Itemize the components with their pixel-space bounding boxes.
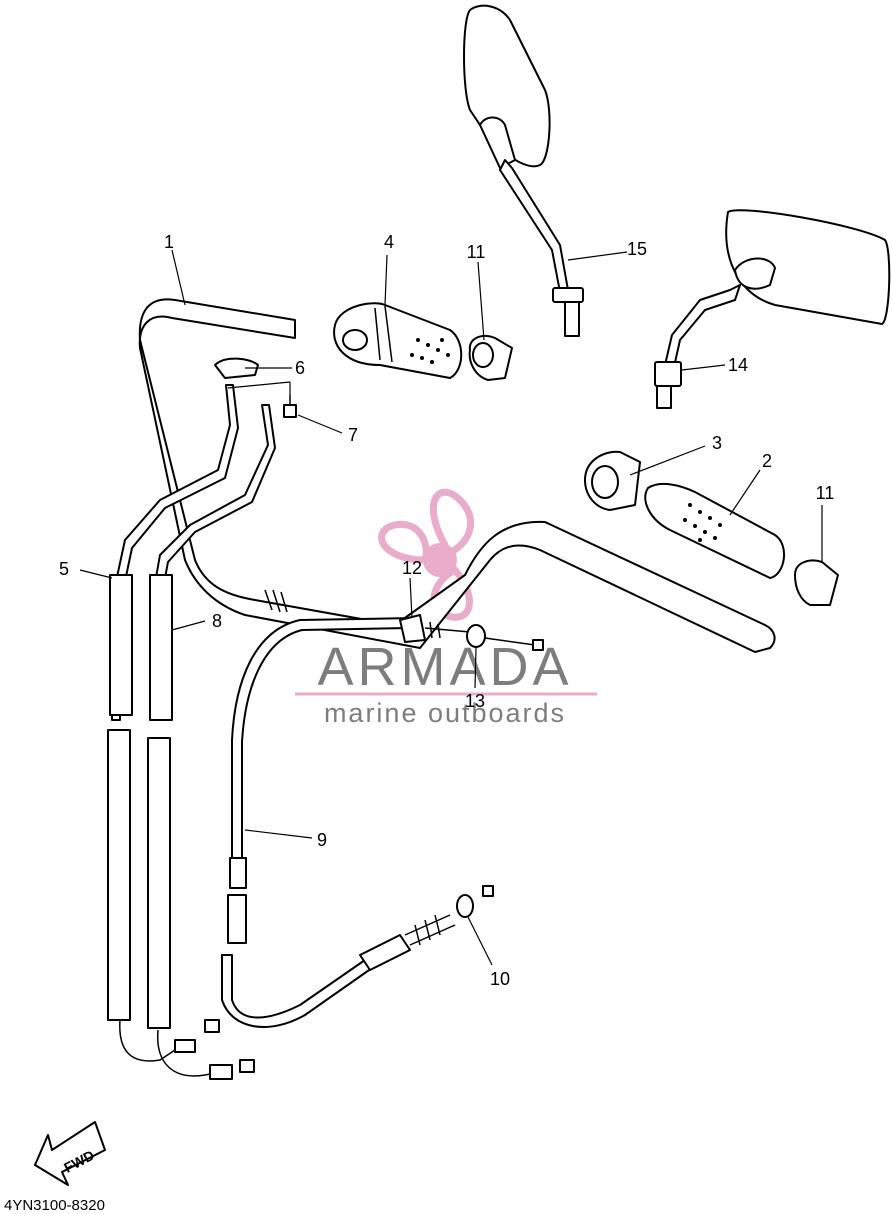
watermark-subtitle: marine outboards <box>324 698 566 728</box>
diagram-code: 4YN3100-8320 <box>4 1197 105 1214</box>
clutch-cable <box>221 614 544 1028</box>
callout-11-right: 11 <box>816 483 835 503</box>
grip-collar <box>584 450 641 511</box>
callout-5: 5 <box>59 559 69 579</box>
callout-15: 15 <box>627 239 647 259</box>
callout-labels: 1 2 3 4 5 6 7 8 9 10 11 11 12 13 14 15 <box>59 232 834 989</box>
throttle-grip <box>333 302 463 379</box>
mirror-left <box>463 4 584 337</box>
handlebar <box>138 298 776 653</box>
callout-7: 7 <box>348 425 358 445</box>
callout-13: 13 <box>465 691 485 711</box>
throttle-cables <box>107 384 276 1080</box>
callout-6: 6 <box>295 358 305 378</box>
callout-9: 9 <box>317 830 327 850</box>
grip-end-cap-top <box>468 334 513 381</box>
callout-10: 10 <box>490 969 510 989</box>
callout-3: 3 <box>712 433 722 453</box>
callout-4: 4 <box>384 232 394 252</box>
watermark-title: ARMADA <box>317 637 572 697</box>
watermark-logo: ARMADA marine outboards <box>295 488 597 728</box>
callout-8: 8 <box>212 611 222 631</box>
callout-12: 12 <box>402 558 422 578</box>
leader-lines <box>79 249 823 966</box>
right-grip <box>644 482 785 579</box>
callout-2: 2 <box>762 451 772 471</box>
mirror-right <box>654 209 891 409</box>
callout-11-top: 11 <box>467 242 486 262</box>
fwd-arrow: FWD <box>34 1121 106 1186</box>
cable-holder <box>214 357 297 418</box>
callout-1: 1 <box>164 232 174 252</box>
callout-14: 14 <box>728 355 748 375</box>
grip-end-cap-right <box>794 559 839 606</box>
